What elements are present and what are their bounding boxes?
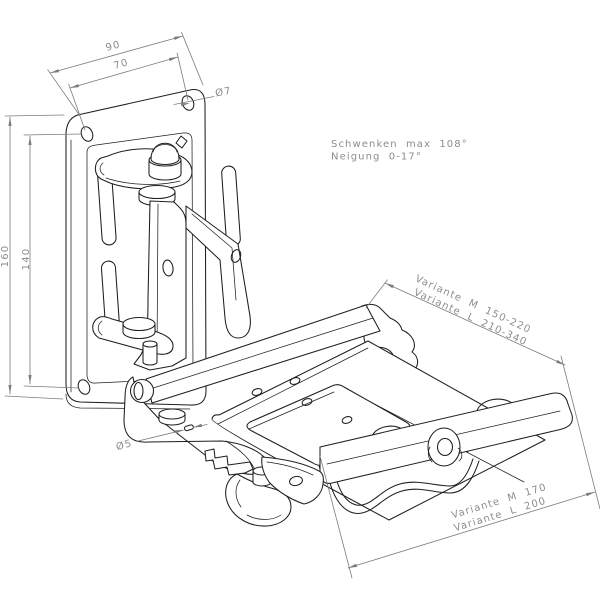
- front-hanger-strap: [329, 460, 480, 514]
- dim-height-outer: 160: [0, 114, 65, 400]
- dim-width-outer: 90: [47, 31, 204, 117]
- clamp-wing-knob: [225, 473, 292, 527]
- dia-7-callout: Ø7: [173, 85, 233, 107]
- clamp-plate: [261, 456, 324, 505]
- dim-70-label: 70: [113, 57, 131, 72]
- dim-90-label: 90: [105, 39, 123, 54]
- dim-140-label: 140: [21, 248, 32, 271]
- dia-5-callout: Ø5: [115, 423, 208, 453]
- swivel-line2: Neigung 0-17°: [331, 152, 422, 163]
- front-roller-knob: [427, 427, 463, 467]
- dim-width-holes: 70: [68, 52, 189, 131]
- dia-7-label: Ø7: [214, 85, 232, 100]
- tray-assembly: [123, 303, 573, 527]
- dim-height-holes: 140: [21, 133, 82, 389]
- dia-5-label: Ø5: [115, 437, 134, 453]
- dim-160-label: 160: [0, 245, 11, 268]
- arm-slot-hole: [183, 424, 194, 432]
- side-gusset-plate: [185, 205, 251, 339]
- rear-rail-tube-end: [129, 378, 155, 404]
- hinge-assembly: [92, 135, 251, 371]
- swivel-line1: Schwenken max 108°: [331, 139, 468, 150]
- clamp-z-bracket: [204, 448, 254, 476]
- swivel-annotation: Schwenken max 108° Neigung 0-17°: [331, 139, 468, 163]
- tray-plate-holes: [251, 377, 353, 424]
